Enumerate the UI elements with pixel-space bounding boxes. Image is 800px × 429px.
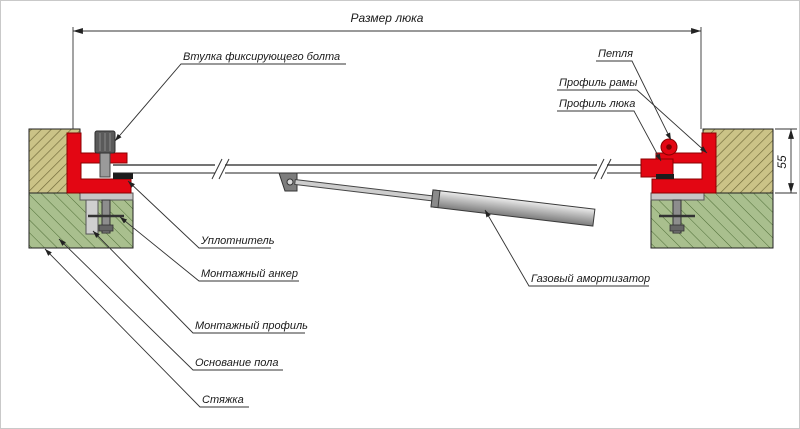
label-frame-profile: Профиль рамы [559, 77, 637, 89]
mounting-profile-right [650, 192, 705, 201]
mounting-anchor-left [88, 199, 124, 234]
right-floor-section [650, 128, 774, 249]
mounting-anchor-right [659, 199, 695, 234]
seal-right [656, 174, 674, 179]
label-hatch-profile: Профиль люка [559, 98, 635, 110]
strut-rod [294, 178, 435, 202]
leader-bolt-sleeve [114, 63, 346, 142]
leader-seal [127, 180, 271, 249]
gas-strut-assembly [278, 172, 596, 227]
dimension-right: 55 [775, 128, 797, 194]
left-profile-assembly [66, 130, 133, 194]
right-profile-assembly [640, 132, 717, 194]
dimension-top: Размер люка [72, 11, 702, 129]
gas-strut [294, 178, 596, 227]
break-mark-right [593, 158, 612, 180]
seal-left [113, 173, 133, 179]
dimension-top-text: Размер люка [351, 11, 424, 25]
leader-floor-base [58, 238, 283, 371]
callouts: Втулка фиксирующего болта Петля Профиль … [44, 48, 708, 408]
leader-gas-spring [484, 209, 649, 287]
mounting-profile-left [79, 192, 134, 201]
leader-hatch-profile [557, 110, 662, 162]
strut-pivot [286, 178, 294, 186]
strut-body [430, 189, 596, 227]
label-hinge: Петля [598, 48, 633, 60]
label-floor-base: Основание пола [195, 357, 278, 369]
label-mounting-anchor: Монтажный анкер [201, 268, 298, 280]
hinge-pin [666, 144, 672, 150]
leader-screed [44, 248, 249, 408]
hatch-lid-panel [113, 158, 653, 180]
floor-base-block-right [650, 192, 774, 249]
strut-collar [430, 189, 441, 209]
label-mounting-profile: Монтажный профиль [195, 320, 308, 332]
frame-profile-left [66, 132, 132, 194]
label-seal: Уплотнитель [200, 235, 275, 247]
label-bolt-sleeve: Втулка фиксирующего болта [183, 51, 340, 63]
label-screed: Стяжка [202, 394, 244, 406]
leader-frame-profile [557, 89, 708, 154]
floor-base-block-left [28, 192, 134, 249]
break-mark-left [211, 158, 230, 180]
dimension-right-text: 55 [775, 155, 789, 169]
leader-mounting-anchor [119, 216, 299, 282]
label-gas-spring: Газовый амортизатор [531, 273, 650, 285]
leader-hinge [596, 60, 672, 141]
fixing-bolt-sleeve [94, 130, 116, 178]
leader-mounting-profile [92, 230, 305, 334]
